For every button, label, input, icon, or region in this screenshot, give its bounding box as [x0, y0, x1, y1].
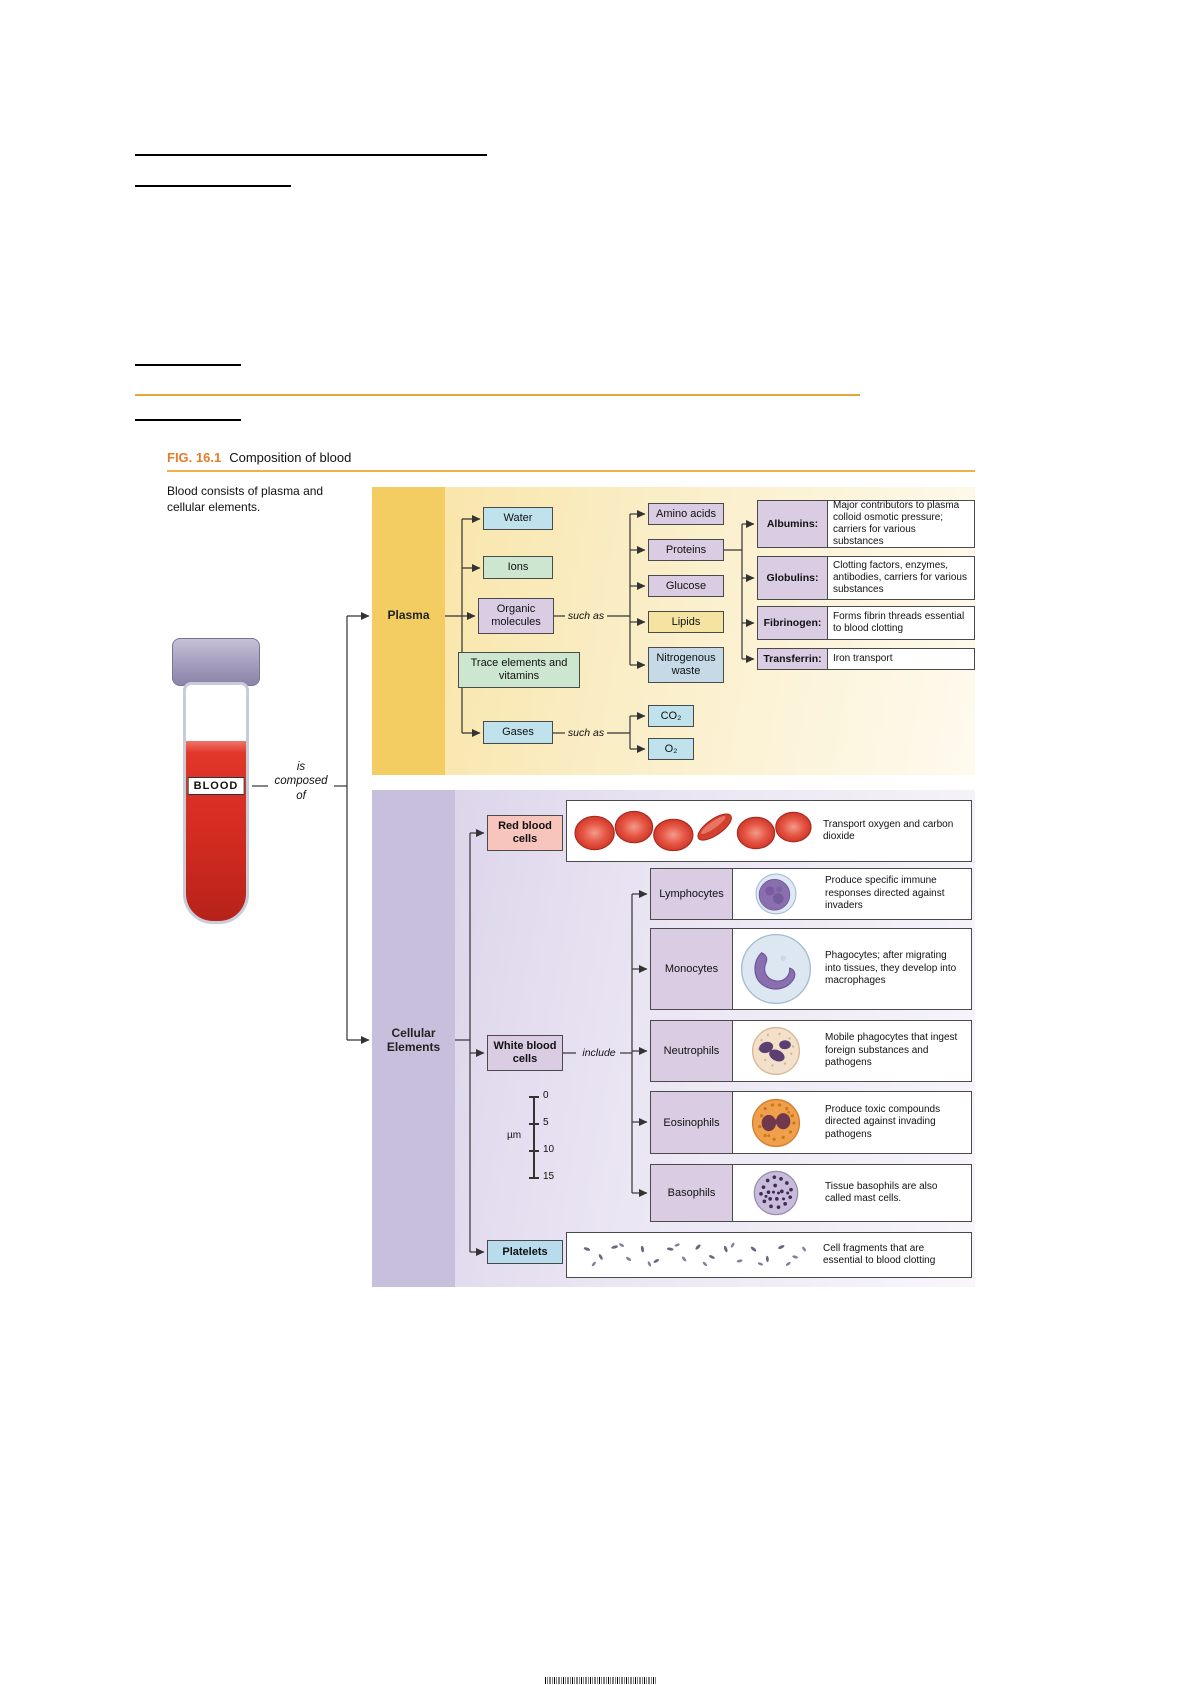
plasma-label: Plasma [387, 608, 430, 622]
scale-tick-label: 10 [543, 1144, 555, 1155]
wbc-row-lymphocytes: Lymphocytes Produce specific immune resp… [650, 868, 972, 920]
gas-o2-box: O₂ [648, 738, 694, 760]
wbc-row-eosinophils: Eosinophils Produce toxic compounds dire… [650, 1091, 972, 1154]
tube-cap [172, 638, 260, 686]
platelets-desc: Cell fragments that are essential to blo… [823, 1242, 936, 1267]
heading-underline-2 [135, 185, 291, 187]
platelets-row: Cell fragments that are essential to blo… [566, 1232, 972, 1278]
plasma-stripe [372, 487, 445, 775]
platelets-box: Platelets [487, 1240, 563, 1264]
organic-amino-acids-box: Amino acids [648, 503, 724, 525]
protein-desc: Forms fibrin threads essential to blood … [833, 610, 965, 634]
plasma-water-box: Water [483, 507, 553, 530]
footer-micro-text [545, 1677, 657, 1684]
wbc-desc: Produce specific immune responses direct… [825, 875, 945, 912]
scale-unit-label: µm [507, 1130, 522, 1141]
scale-tick [529, 1150, 539, 1152]
lymphocyte-cell-image [733, 869, 819, 919]
white-blood-cells-box: White blood cells [487, 1035, 563, 1071]
scale-bar-line [533, 1096, 535, 1179]
gas-co2-box: CO₂ [648, 705, 694, 727]
protein-row-globulins: Globulins: Clotting factors, enzymes, an… [757, 556, 975, 600]
protein-name: Fibrinogen: [758, 607, 828, 639]
is-composed-of-label: is composed of [274, 761, 328, 802]
subheading-underline-2 [135, 419, 241, 421]
organic-lipids-box: Lipids [648, 611, 724, 633]
protein-row-transferrin: Transferrin: Iron transport [757, 648, 975, 670]
platelets-image [567, 1237, 821, 1273]
cellular-elements-label: Cellular Elements [386, 1026, 441, 1054]
such-as-label-gases: such as [567, 727, 605, 739]
section-divider-rule [135, 394, 860, 396]
wbc-name: Neutrophils [651, 1021, 733, 1081]
scale-tick-label: 5 [543, 1117, 549, 1128]
plasma-trace-elements-box: Trace elements and vitamins [458, 652, 580, 688]
organic-glucose-box: Glucose [648, 575, 724, 597]
include-label: include [582, 1047, 616, 1059]
scale-tick [529, 1096, 539, 1098]
subheading-underline-1 [135, 364, 241, 366]
plasma-organic-molecules-box: Organic molecules [478, 598, 554, 634]
blood-label: BLOOD [187, 777, 245, 795]
scale-tick [529, 1177, 539, 1179]
monocyte-cell-image [733, 929, 819, 1009]
wbc-name: Lymphocytes [651, 869, 733, 919]
protein-desc: Clotting factors, enzymes, antibodies, c… [833, 559, 967, 596]
organic-proteins-box: Proteins [648, 539, 724, 561]
wbc-desc: Tissue basophils are also called mast ce… [825, 1180, 938, 1205]
red-blood-cells-box: Red blood cells [487, 815, 563, 851]
figure-header-rule [167, 470, 975, 472]
red-blood-cells-desc: Transport oxygen and carbon dioxide [823, 818, 954, 843]
tube-body [183, 682, 249, 924]
neutrophil-cell-image [733, 1021, 819, 1081]
figure-label: FIG. 16.1 [167, 450, 222, 465]
heading-underline-1 [135, 154, 487, 156]
wbc-desc: Mobile phagocytes that ingest foreign su… [825, 1032, 958, 1069]
wbc-name: Eosinophils [651, 1092, 733, 1153]
wbc-desc: Produce toxic compounds directed against… [825, 1103, 941, 1140]
tube-blood-fill [186, 741, 246, 921]
cellular-stripe [372, 790, 455, 1287]
protein-row-fibrinogen: Fibrinogen: Forms fibrin threads essenti… [757, 606, 975, 640]
wbc-row-basophils: Basophils Tissue basophi [650, 1164, 972, 1222]
micrometer-scale-bar: 0 5 10 15 µm [505, 1088, 575, 1188]
protein-name: Albumins: [758, 501, 828, 547]
protein-name: Globulins: [758, 557, 828, 599]
wbc-name: Basophils [651, 1165, 733, 1221]
plasma-ions-box: Ions [483, 556, 553, 579]
eosinophil-cell-image [733, 1092, 819, 1153]
protein-desc: Major contributors to plasma colloid osm… [833, 499, 960, 548]
figure-header: FIG. 16.1 Composition of blood [167, 450, 351, 465]
such-as-label-organic: such as [567, 610, 605, 622]
wbc-name: Monocytes [651, 929, 733, 1009]
red-blood-cells-image [567, 803, 821, 859]
wbc-row-monocytes: Monocytes Phagocytes; after migrating in… [650, 928, 972, 1010]
organic-nitrogenous-waste-box: Nitrogenous waste [648, 647, 724, 683]
protein-desc: Iron transport [833, 652, 893, 664]
wbc-desc: Phagocytes; after migrating into tissues… [825, 950, 957, 987]
protein-name: Transferrin: [758, 649, 828, 669]
figure-title: Composition of blood [229, 450, 352, 465]
blood-tube-illustration: BLOOD [166, 638, 266, 930]
basophil-cell-image [733, 1165, 819, 1221]
scale-tick-label: 0 [543, 1090, 549, 1101]
red-blood-cells-row: Transport oxygen and carbon dioxide [566, 800, 972, 862]
scale-tick [529, 1123, 539, 1125]
figure-caption: Blood consists of plasma and cellular el… [167, 484, 324, 515]
plasma-gases-box: Gases [483, 721, 553, 744]
scale-tick-label: 15 [543, 1171, 555, 1182]
protein-row-albumins: Albumins: Major contributors to plasma c… [757, 500, 975, 548]
wbc-row-neutrophils: Neutrophils Mobile phagocytes that inges… [650, 1020, 972, 1082]
